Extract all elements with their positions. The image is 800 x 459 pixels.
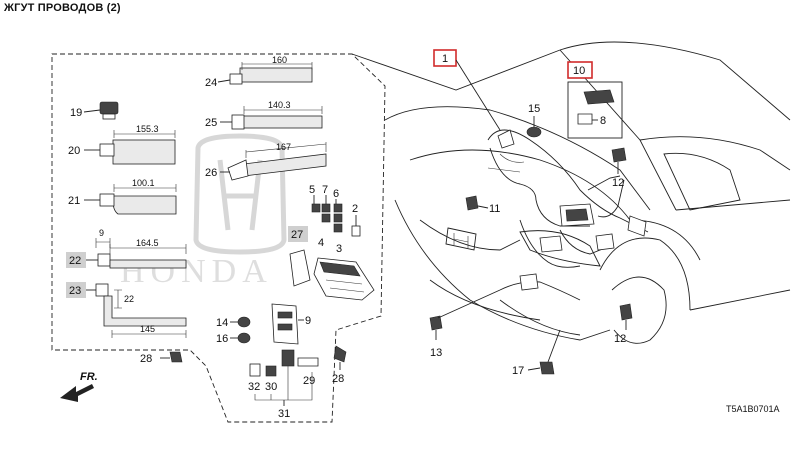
front-label: FR. [80, 371, 98, 383]
dim-20: 155.3 [136, 124, 159, 134]
callout-12-upper: 12 [612, 177, 624, 189]
callout-23: 23 [69, 285, 81, 297]
callout-8: 8 [600, 115, 606, 127]
callout-32: 32 [248, 381, 260, 393]
part-23: 23 22 145 [66, 282, 187, 338]
part-28-right: 28 [332, 345, 347, 385]
callout-14: 14 [216, 317, 228, 329]
engine-harness [487, 129, 649, 301]
vehicle-outline [351, 41, 791, 344]
dim-26: 167 [276, 142, 291, 152]
callout-16: 16 [216, 333, 228, 345]
page-title: ЖГУТ ПРОВОДОВ (2) [4, 2, 121, 14]
parts-panel-outline [51, 53, 386, 423]
callout-12-lower: 12 [614, 333, 626, 345]
callout-9: 9 [305, 315, 311, 327]
callout-31: 31 [278, 408, 290, 420]
dim-22a: 9 [99, 228, 104, 238]
callout-5: 5 [309, 184, 315, 196]
callout-13: 13 [430, 347, 442, 359]
callout-10-box: 10 8 [567, 61, 623, 139]
part-12-upper: 12 [611, 147, 627, 189]
part-25: 140.3 25 [205, 100, 323, 130]
callout-10: 10 [573, 65, 585, 77]
callout-29: 29 [303, 375, 315, 387]
callout-1-box: 1 [433, 49, 501, 131]
part-14-16-9: 14 16 9 [216, 303, 311, 345]
front-arrow: FR. [60, 371, 98, 402]
callout-30: 30 [265, 381, 277, 393]
watermark-text: HONDA [120, 253, 273, 290]
callout-23-bg [66, 282, 86, 298]
dim-23a: 22 [124, 294, 134, 304]
part-17: 17 [512, 329, 561, 377]
part-13: 13 [429, 289, 501, 359]
callout-7: 7 [322, 184, 328, 196]
callout-21: 21 [68, 195, 80, 207]
callout-27: 27 [291, 229, 303, 241]
callout-6: 6 [333, 188, 339, 200]
part-11: 11 [465, 195, 500, 215]
dim-23b: 145 [140, 324, 155, 334]
part-20: 155.3 20 [68, 124, 176, 165]
part-24: 160 24 [205, 55, 313, 89]
watermark-logo: HONDA [120, 133, 287, 290]
part-15: 15 [526, 103, 542, 138]
part-22: 22 9 164.5 [66, 228, 187, 269]
callout-19: 19 [70, 107, 82, 119]
dim-22b: 164.5 [136, 238, 159, 248]
part-26: 167 26 [205, 142, 327, 181]
diagram-code: T5A1B0701A [726, 404, 780, 414]
callout-22: 22 [69, 255, 81, 267]
callout-27-bg [288, 226, 308, 242]
part-12-lower: 12 [614, 303, 633, 345]
dim-24: 160 [272, 55, 287, 65]
callout-3: 3 [336, 243, 342, 255]
callout-26: 26 [205, 167, 217, 179]
dim-21: 100.1 [132, 178, 155, 188]
relay-group: 5 7 6 2 4 3 [309, 184, 361, 255]
part-28-left: 28 [140, 351, 183, 365]
callout-1: 1 [442, 53, 448, 65]
callout-20: 20 [68, 145, 80, 157]
callout-2: 2 [352, 203, 358, 215]
part-29-30-32-31: 32 30 29 31 [248, 349, 319, 420]
part-27-fuse-box: 27 [288, 226, 375, 301]
callout-15: 15 [528, 103, 540, 115]
callout-4: 4 [318, 237, 324, 249]
dim-25: 140.3 [268, 100, 291, 110]
part-21: 100.1 21 [68, 178, 177, 215]
callout-24: 24 [205, 77, 217, 89]
part-19: 19 [70, 101, 119, 120]
callout-22-bg [66, 252, 86, 268]
callout-28-left: 28 [140, 353, 152, 365]
callout-28-right: 28 [332, 373, 344, 385]
callout-25: 25 [205, 117, 217, 129]
callout-17: 17 [512, 365, 524, 377]
callout-11: 11 [489, 203, 500, 215]
